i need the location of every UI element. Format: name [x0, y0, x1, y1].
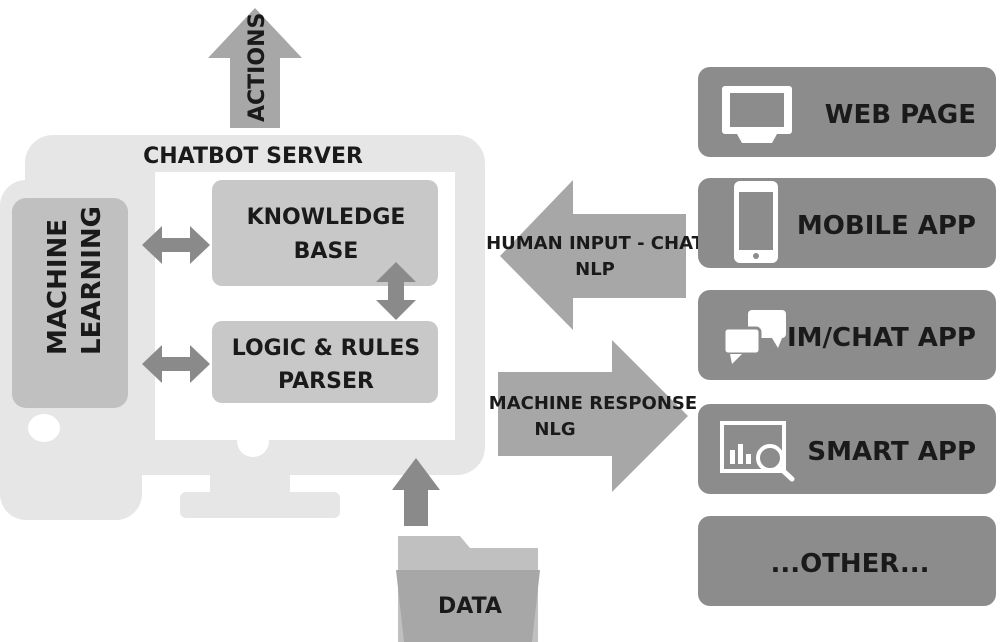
monitor-icon: [722, 86, 792, 143]
channel-other: ...OTHER...: [698, 516, 996, 606]
channel-label-smart-app: SMART APP: [807, 437, 976, 467]
actions-arrow: ACTIONS: [208, 8, 302, 128]
channel-label-mobile-app: MOBILE APP: [797, 211, 976, 241]
channel-label-web-page: WEB PAGE: [825, 100, 976, 130]
machine-learning-box: MACHINE LEARNING: [43, 206, 107, 355]
data-up-arrow: [392, 458, 440, 526]
channel-label-im-chat-app: IM/CHAT APP: [787, 323, 976, 353]
analytics-search-icon: [720, 421, 795, 482]
knowledge-base-box: KNOWLEDGE BASE: [212, 180, 438, 286]
server-title: CHATBOT SERVER: [143, 144, 363, 169]
machine-learning-line2: LEARNING: [77, 206, 107, 355]
smartphone-icon: [734, 181, 778, 263]
machine-response-arrow: MACHINE RESPONSE NLG: [489, 340, 697, 492]
data-label: DATA: [438, 594, 502, 619]
channel-label-other: ...OTHER...: [770, 549, 929, 579]
human-input-line2: NLP: [575, 259, 615, 280]
knowledge-logic-double-arrow: [376, 262, 416, 320]
ml-knowledge-double-arrow: [142, 226, 210, 264]
logic-rules-line2: PARSER: [278, 369, 374, 394]
actions-label: ACTIONS: [245, 13, 270, 122]
knowledge-base-line2: BASE: [294, 239, 359, 264]
logic-rules-line1: LOGIC & RULES: [232, 336, 421, 361]
channel-mobile-app: MOBILE APP: [698, 178, 996, 268]
channel-smart-app: SMART APP: [698, 404, 996, 494]
chat-bubbles-icon: [722, 310, 786, 364]
human-input-line1: HUMAN INPUT - CHAT: [486, 233, 705, 254]
logic-rules-parser-box: LOGIC & RULES PARSER: [212, 321, 438, 403]
ml-logic-double-arrow: [142, 345, 210, 383]
channel-im-chat-app: IM/CHAT APP: [698, 290, 996, 380]
knowledge-base-line1: KNOWLEDGE: [247, 205, 406, 230]
data-folder: DATA: [396, 536, 540, 642]
human-input-arrow: HUMAN INPUT - CHAT NLP: [486, 180, 705, 330]
machine-learning-line1: MACHINE: [43, 219, 73, 355]
machine-response-line2: NLG: [534, 419, 575, 440]
pc-tower: MACHINE LEARNING: [0, 180, 142, 520]
channel-web-page: WEB PAGE: [698, 67, 996, 157]
machine-response-line1: MACHINE RESPONSE: [489, 393, 697, 414]
